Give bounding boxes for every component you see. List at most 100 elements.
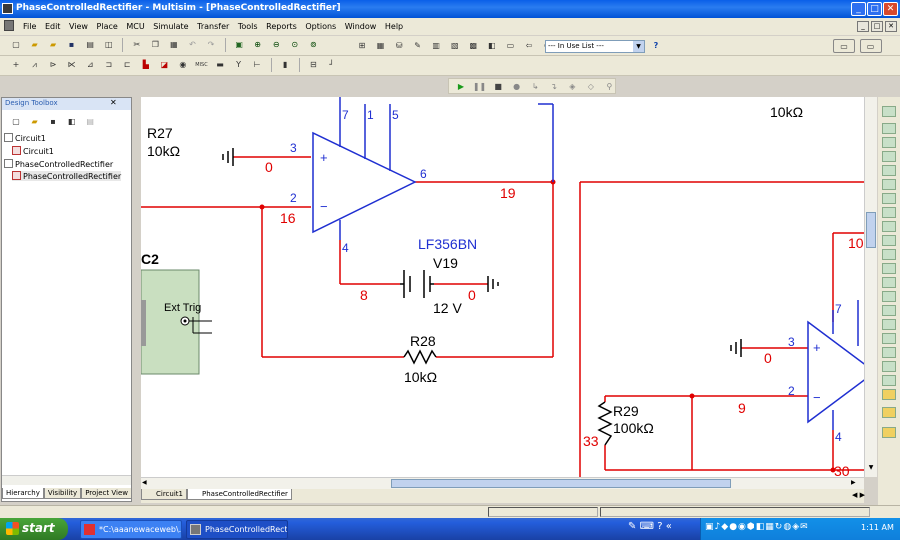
app-icon[interactable]: [2, 3, 13, 14]
wattmeter-icon[interactable]: [882, 137, 896, 148]
copy-icon[interactable]: ❐: [151, 40, 159, 49]
schematic-svg[interactable]: R27 10kΩ 10kΩ 7 1 5 3 2 6 4 + − LF356BN …: [141, 97, 864, 477]
scroll-right-icon[interactable]: ▶: [851, 479, 856, 486]
menu-tools[interactable]: Tools: [237, 22, 258, 31]
tab-visibility[interactable]: Visibility: [43, 488, 82, 499]
measure-dock-icon[interactable]: ▭: [859, 39, 882, 53]
frequency-counter-icon[interactable]: [882, 193, 896, 204]
hierarchical-block-icon[interactable]: ⊟: [309, 60, 317, 69]
ttl-icon[interactable]: ⊐: [105, 60, 113, 69]
menu-transfer[interactable]: Transfer: [197, 22, 230, 31]
zoom-fit-icon[interactable]: ⊚: [309, 40, 317, 49]
tektronix-oscilloscope-icon[interactable]: [882, 347, 896, 358]
source-icon[interactable]: +: [12, 60, 20, 69]
function-generator-icon[interactable]: [882, 123, 896, 134]
capture-icon[interactable]: ▭: [506, 41, 515, 50]
misc-digital-icon[interactable]: ▙: [142, 60, 149, 69]
toolbox-close-icon[interactable]: ✕: [110, 98, 117, 107]
bus-icon[interactable]: ┘: [329, 60, 335, 69]
open-sample-icon[interactable]: ▰: [50, 40, 57, 49]
antivirus-icon[interactable]: ◉: [738, 522, 747, 532]
open-icon[interactable]: ▰: [31, 40, 38, 49]
save-icon[interactable]: ▪: [68, 40, 75, 49]
chat-icon[interactable]: ◍: [783, 522, 793, 532]
ladder-icon[interactable]: ▮: [283, 60, 288, 69]
vertical-scroll-thumb[interactable]: [866, 212, 876, 248]
new-folder-icon[interactable]: ▢: [12, 117, 20, 126]
mixed-icon[interactable]: ◪: [160, 60, 169, 69]
oscilloscope-xsc2[interactable]: [141, 269, 212, 375]
netlist-icon[interactable]: ◧: [488, 41, 496, 50]
network-icon[interactable]: ▣: [705, 522, 715, 532]
update-icon[interactable]: ●: [729, 522, 739, 532]
oscilloscope-icon[interactable]: [882, 151, 896, 162]
expand-icon[interactable]: «: [665, 521, 672, 532]
rf-icon[interactable]: Y: [236, 60, 241, 69]
delete-file-icon[interactable]: ▤: [86, 117, 94, 126]
network-analyzer-icon[interactable]: [882, 291, 896, 302]
schematic-canvas[interactable]: R27 10kΩ 10kΩ 7 1 5 3 2 6 4 + − LF356BN …: [141, 97, 864, 477]
diode-icon[interactable]: ⊳: [49, 60, 57, 69]
menu-edit[interactable]: Edit: [44, 22, 61, 31]
minimize-button[interactable]: _: [851, 2, 866, 16]
full-screen-icon[interactable]: ▣: [235, 40, 243, 49]
pause-icon[interactable]: ❚❚: [472, 82, 487, 91]
sheet-tab-phasecontrolled[interactable]: PhaseControlledRectifier: [187, 489, 292, 500]
step-icon[interactable]: ●: [513, 82, 521, 91]
menu-options[interactable]: Options: [305, 22, 337, 31]
tab-hierarchy[interactable]: Hierarchy: [2, 488, 44, 499]
menu-reports[interactable]: Reports: [266, 22, 297, 31]
agilent-multimeter-icon[interactable]: [882, 319, 896, 330]
stop-icon[interactable]: ■: [494, 82, 502, 91]
horizontal-scroll-thumb[interactable]: [391, 479, 731, 488]
run-icon[interactable]: ▶: [457, 82, 465, 91]
pen-icon[interactable]: ✎: [628, 521, 637, 532]
help-icon[interactable]: ?: [653, 41, 659, 50]
undo-icon[interactable]: ↶: [189, 40, 196, 49]
open-folder-icon[interactable]: ▰: [31, 117, 38, 126]
menu-file[interactable]: File: [23, 22, 37, 31]
menu-view[interactable]: View: [68, 22, 88, 31]
battery-v19[interactable]: [400, 270, 434, 298]
doc-close-button[interactable]: ✕: [885, 21, 897, 32]
agilent-generator-icon[interactable]: [882, 305, 896, 316]
horizontal-scrollbar[interactable]: ◀ ▶: [141, 477, 864, 489]
sheet-tab-circuit1[interactable]: Circuit1: [141, 489, 187, 500]
tree-item-circuit1[interactable]: Circuit1: [4, 133, 46, 143]
iv-analyzer-icon[interactable]: [882, 249, 896, 260]
instrument-dock-icon[interactable]: ▭: [833, 39, 855, 53]
remove-breakpoints-icon[interactable]: ◇: [587, 82, 594, 91]
print-preview-icon[interactable]: ◫: [104, 40, 113, 49]
bode-plotter-icon[interactable]: [882, 179, 896, 190]
spreadsheet-icon[interactable]: ▦: [376, 41, 385, 50]
cut-icon[interactable]: ✂: [133, 40, 141, 49]
new-icon[interactable]: ▢: [12, 40, 20, 49]
basic-icon[interactable]: ⩘: [32, 60, 37, 69]
tree-item-phasecontrolled-sheet[interactable]: PhaseControlledRectifier: [12, 171, 122, 181]
probe-settings-icon[interactable]: [882, 407, 896, 418]
mail-icon[interactable]: ✉: [800, 522, 809, 532]
vertical-scrollbar[interactable]: ▼: [864, 97, 877, 477]
keyboard-icon[interactable]: ⌨: [639, 521, 655, 532]
logic-analyzer-icon[interactable]: [882, 221, 896, 232]
peripherals-icon[interactable]: ▬: [216, 60, 224, 69]
save-file-icon[interactable]: ▪: [50, 117, 56, 126]
word-generator-icon[interactable]: [882, 207, 896, 218]
zoom-out-icon[interactable]: ⊖: [272, 40, 280, 49]
tab-scroll-left-icon[interactable]: ◀: [852, 491, 858, 499]
electromechanical-icon[interactable]: ⊢: [253, 60, 261, 69]
menu-place[interactable]: Place: [96, 22, 118, 31]
security-icon[interactable]: ◆: [721, 522, 730, 532]
step-over-icon[interactable]: ↴: [550, 82, 558, 91]
resistor-r28[interactable]: [403, 349, 437, 365]
tree-item-phasecontrolled[interactable]: PhaseControlledRectifier: [4, 159, 113, 169]
spectrum-analyzer-icon[interactable]: [882, 277, 896, 288]
four-channel-oscilloscope-icon[interactable]: [882, 165, 896, 176]
doc-minimize-button[interactable]: _: [857, 21, 869, 32]
menu-window[interactable]: Window: [344, 22, 377, 31]
component-wizard-icon[interactable]: ✎: [414, 41, 421, 50]
clock[interactable]: 1:11 AM: [861, 523, 894, 532]
tab-project-view[interactable]: Project View: [81, 488, 132, 499]
logic-converter-icon[interactable]: [882, 235, 896, 246]
distortion-analyzer-icon[interactable]: [882, 263, 896, 274]
